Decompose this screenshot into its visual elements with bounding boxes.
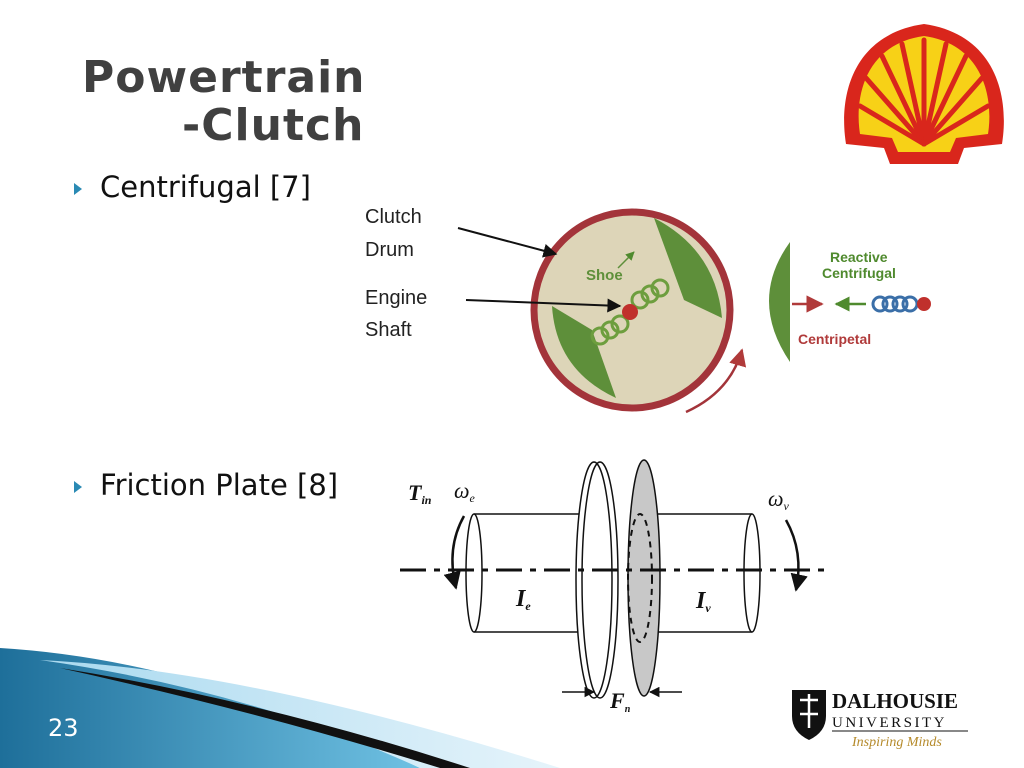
dalhousie-university: UNIVERSITY (832, 715, 947, 731)
centrifugal-clutch-diagram: Clutch Drum Engine Shaft Shoe Reactive C… (365, 206, 931, 414)
bullet-text: Friction Plate [8] (100, 468, 339, 502)
slide-number: 23 (48, 714, 79, 742)
svg-text:ωe: ωe (454, 478, 476, 505)
vehicle-shaft-cylinder (743, 513, 761, 633)
label-omega-v: ω (768, 486, 784, 511)
corner-wave-decoration (0, 648, 560, 768)
clutch-spring (590, 278, 670, 346)
label-inertia-v: I (695, 588, 707, 614)
spring-detail (871, 295, 919, 313)
label-omega-e: ω (454, 478, 470, 503)
svg-text:Iv: Iv (695, 588, 711, 615)
label-centripetal: Centripetal (798, 331, 871, 347)
label-centrifugal: Centrifugal (822, 265, 896, 281)
bullet-centrifugal: Centrifugal [7] (74, 170, 311, 204)
label-shaft: Shaft (365, 319, 412, 341)
engine-shaft-dot (622, 304, 638, 320)
friction-plate-diagram: Tin ωe Ie Iv ωv Fn (400, 459, 832, 715)
label-inertia-e: I (515, 586, 527, 612)
svg-text:Tin: Tin (408, 480, 432, 507)
clutch-shoe-lower (552, 306, 616, 398)
dalhousie-name: DALHOUSIE (832, 689, 958, 713)
svg-text:Ie: Ie (515, 586, 531, 613)
bullet-arrow-icon (74, 183, 82, 195)
friction-plate (627, 459, 661, 697)
bullet-friction-plate: Friction Plate [8] (74, 468, 338, 502)
label-engine: Engine (365, 287, 427, 309)
title-line-2: -Clutch (182, 100, 365, 151)
dalhousie-logo: DALHOUSIE UNIVERSITY Inspiring Minds (792, 689, 968, 750)
label-normal-force: F (609, 688, 625, 713)
label-torque-in: T (408, 480, 423, 505)
svg-text:Fn: Fn (609, 688, 631, 715)
label-clutch: Clutch (365, 206, 422, 228)
shoe-detail (769, 242, 790, 362)
bullet-arrow-icon (74, 481, 82, 493)
clutch-shoe-upper (654, 218, 722, 318)
label-drum: Drum (365, 239, 414, 261)
title-line-1: Powertrain (82, 52, 366, 103)
label-reactive: Reactive (830, 249, 888, 265)
shell-logo (844, 24, 1004, 164)
slide-title: Powertrain -Clutch (82, 54, 366, 150)
svg-text:ωv: ωv (768, 486, 790, 513)
engine-shaft-cylinder (465, 513, 483, 633)
dalhousie-motto: Inspiring Minds (851, 735, 942, 750)
bullet-text: Centrifugal [7] (100, 170, 311, 204)
label-shoe: Shoe (586, 267, 623, 284)
